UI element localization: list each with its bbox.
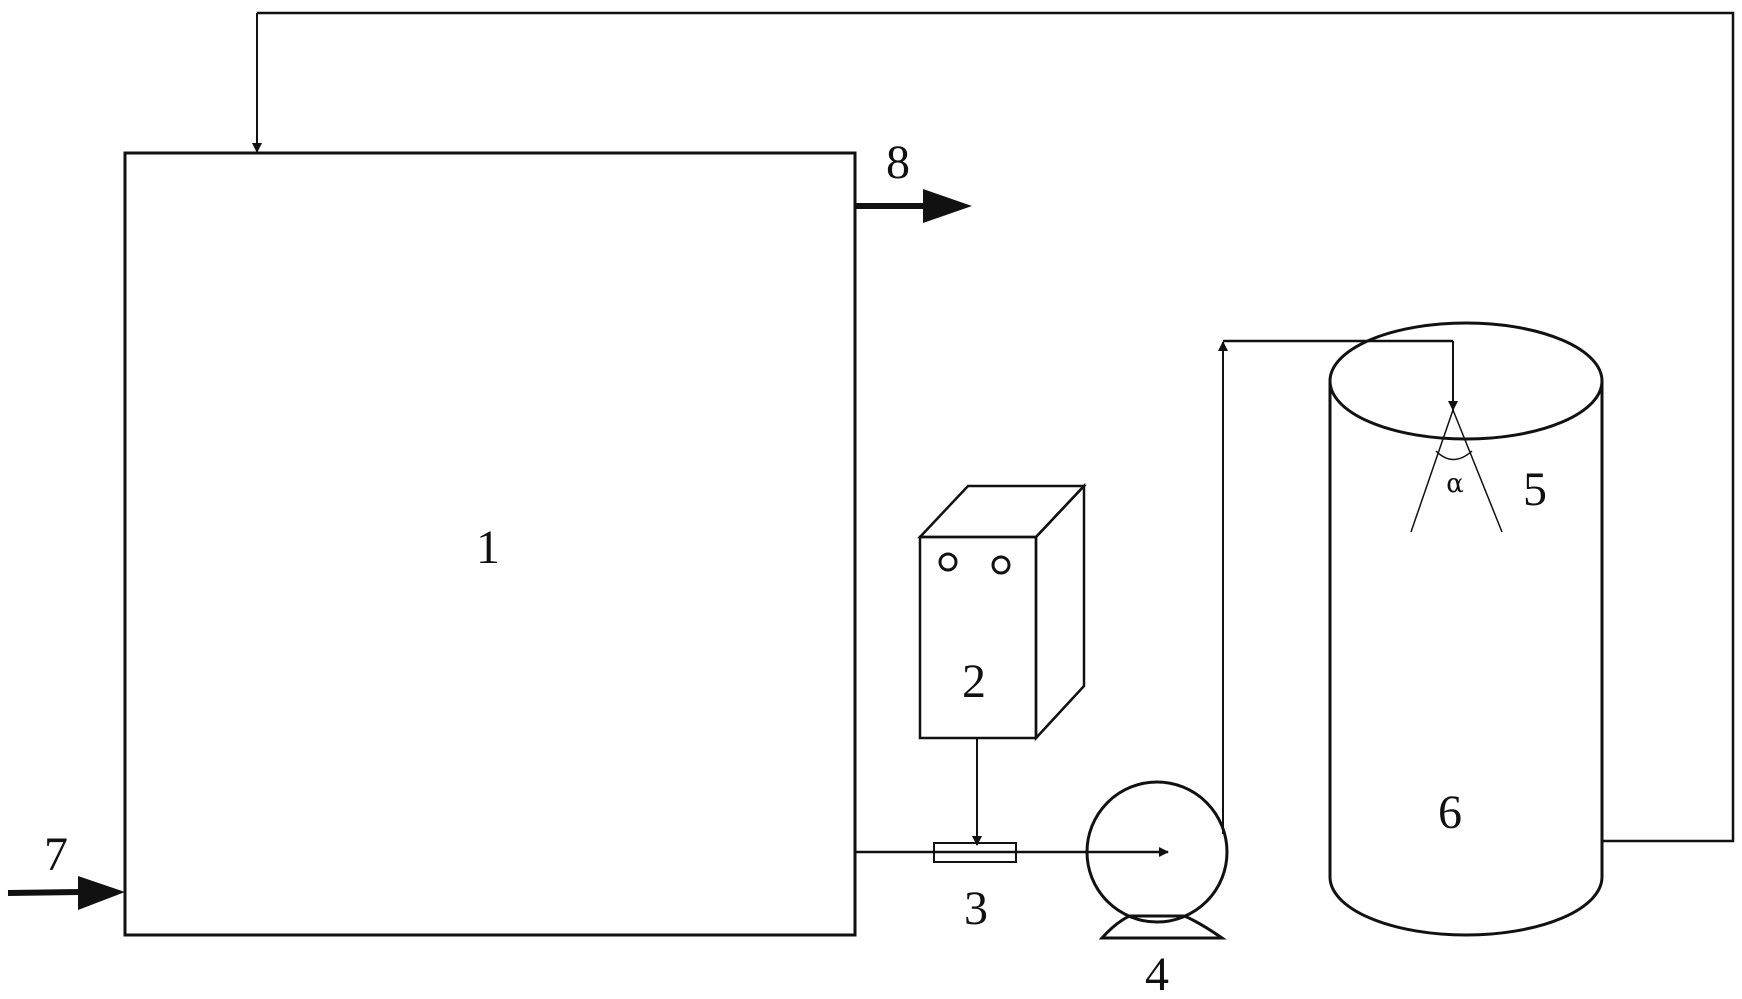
injector-3 — [933, 842, 1017, 863]
indicator-light-icon — [991, 555, 1011, 575]
spray-nozzle-5 — [1410, 409, 1503, 533]
vessel-6 — [1328, 321, 1604, 937]
injector-3-label: 3 — [964, 882, 988, 935]
vessel-6-label: 6 — [1438, 786, 1462, 839]
outlet-8-arrow — [855, 189, 972, 223]
indicator-light-icon — [938, 552, 958, 572]
inlet-7-label: 7 — [44, 828, 68, 881]
dosing-box-2 — [917, 482, 1087, 742]
outlet-8-label: 8 — [886, 136, 910, 189]
tank-1 — [123, 151, 857, 937]
nozzle-5-label: 5 — [1523, 463, 1547, 516]
pump-4-label: 4 — [1145, 948, 1169, 999]
return-line — [257, 11, 1735, 843]
pump-4 — [1085, 780, 1229, 940]
dosing-box-2-label: 2 — [962, 655, 986, 708]
spray-angle-symbol: α — [1446, 469, 1464, 499]
tank-1-label: 1 — [476, 521, 500, 574]
inlet-7-arrow — [7, 876, 125, 910]
